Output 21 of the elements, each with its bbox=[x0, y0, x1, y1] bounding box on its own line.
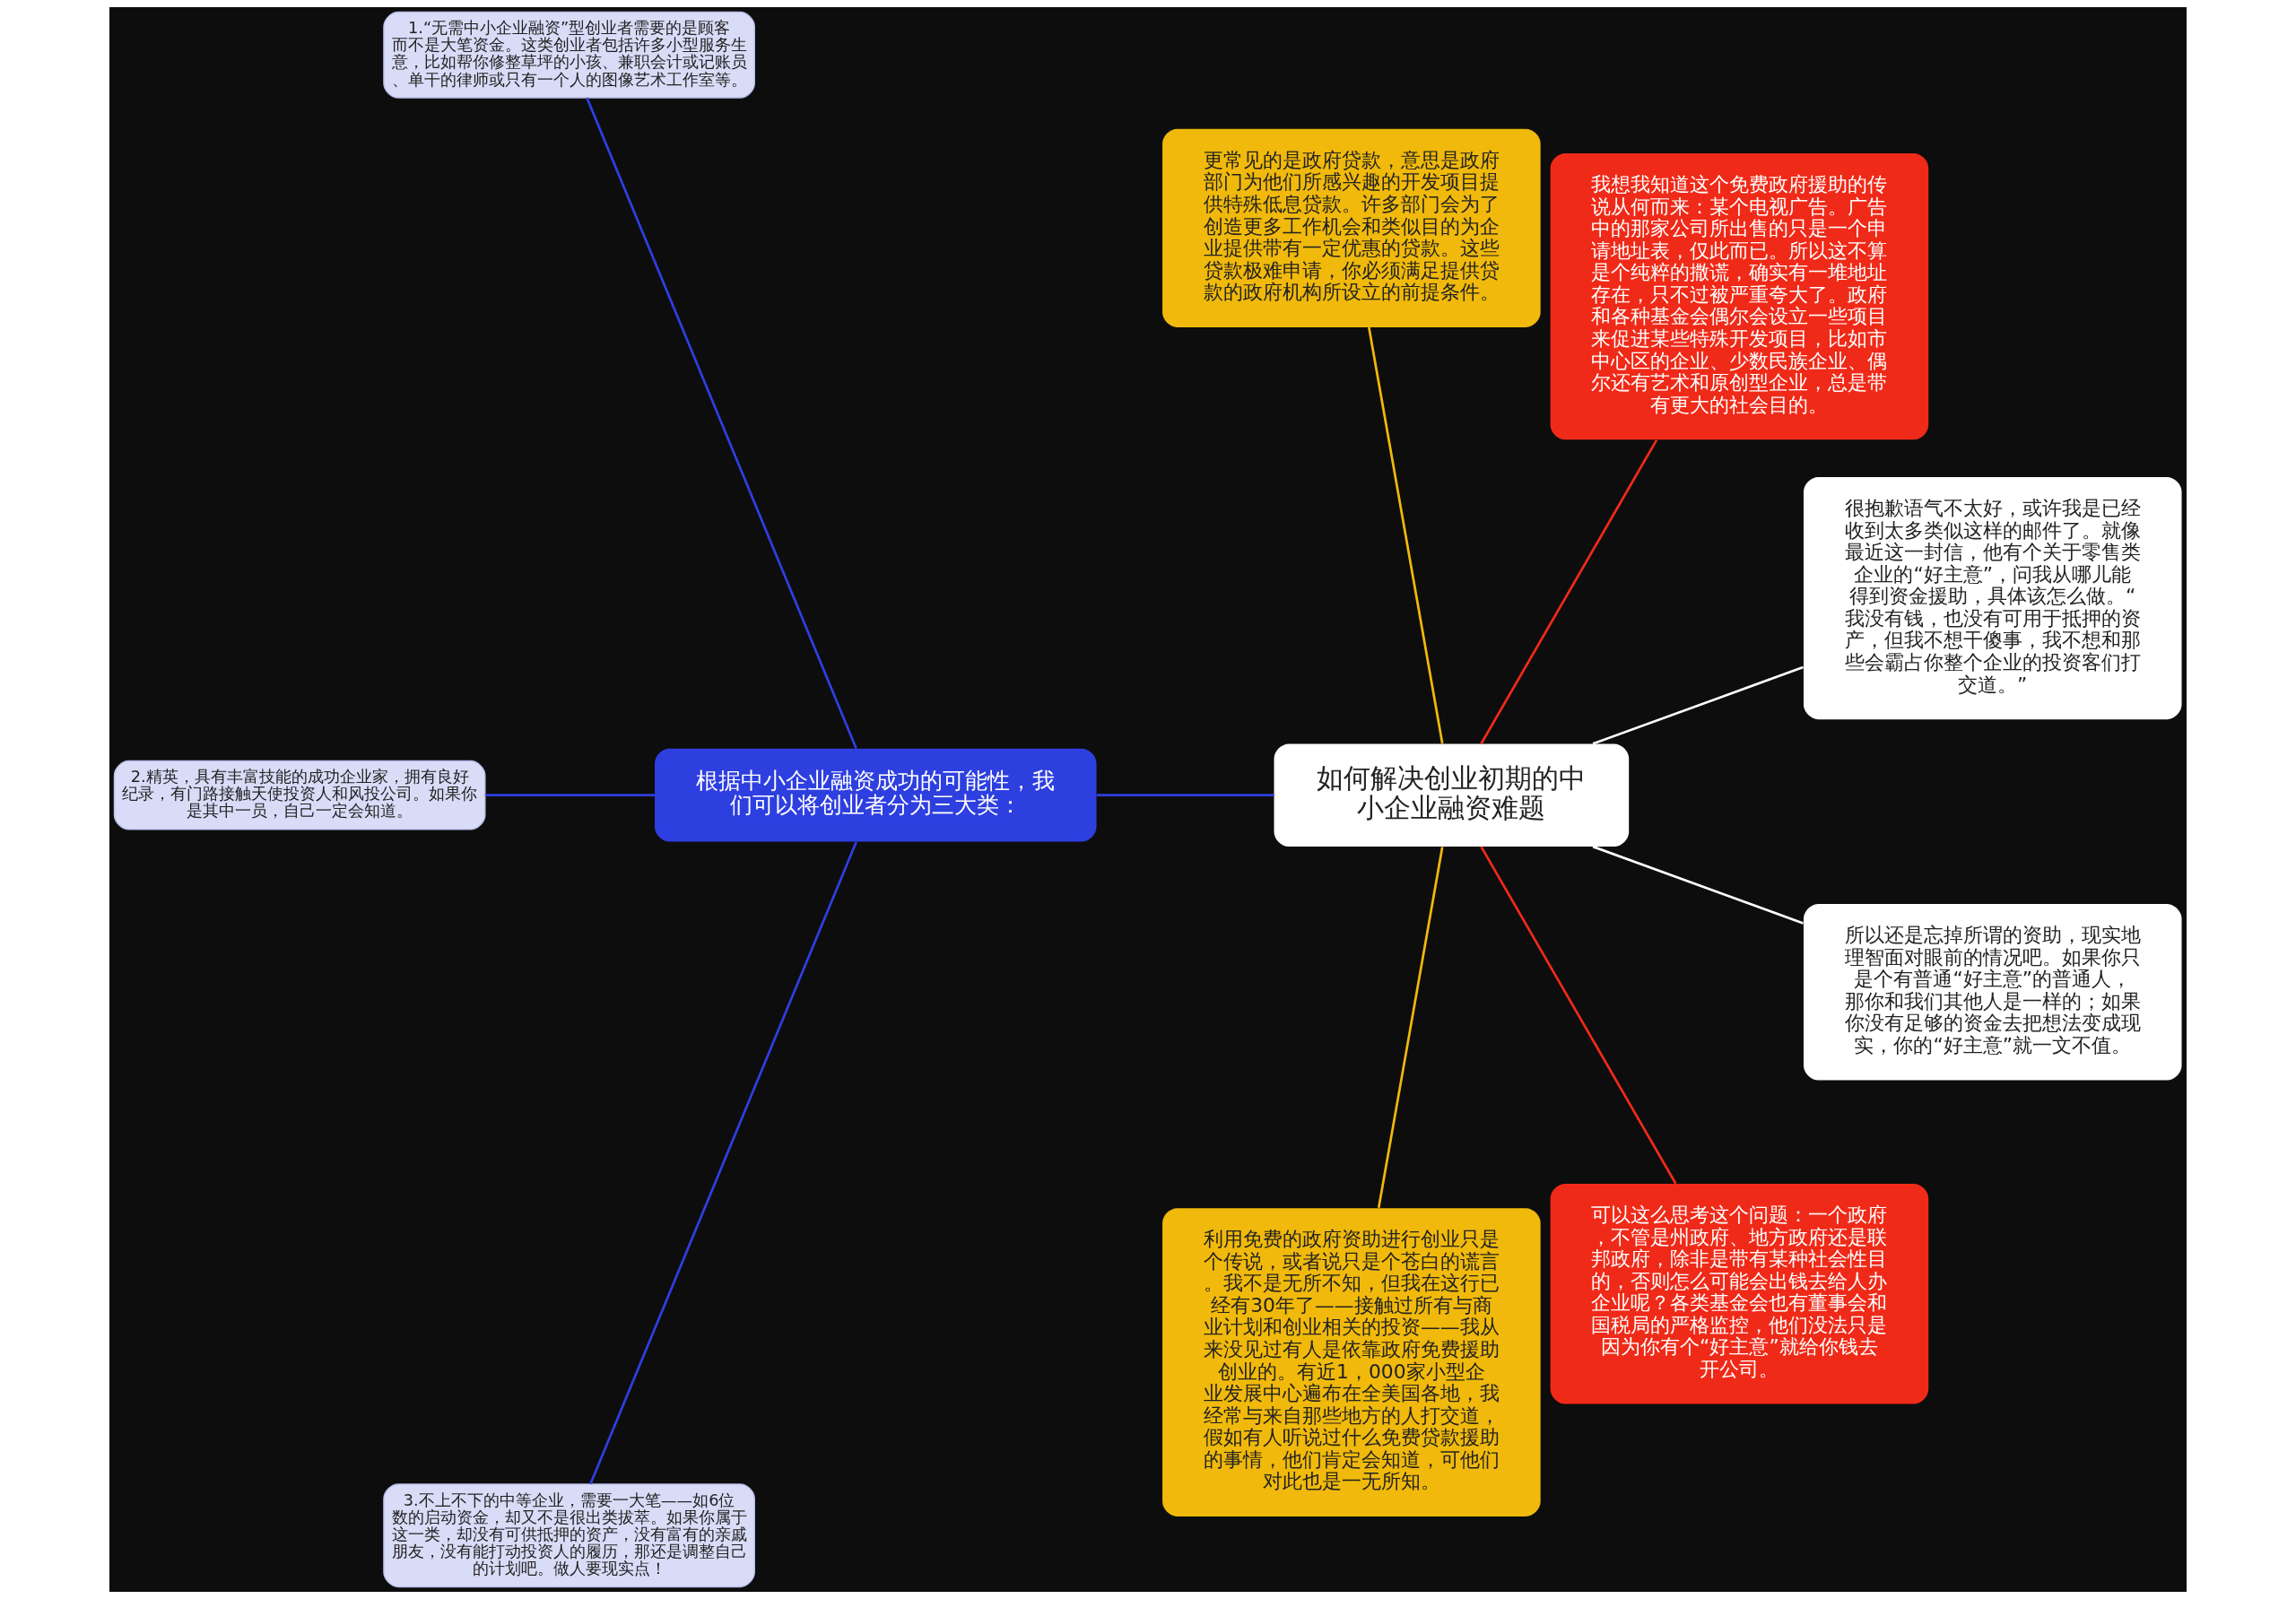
connector bbox=[1592, 665, 1804, 745]
connector bbox=[1096, 794, 1274, 797]
node-box: 很抱歉语气不太好，或许我是已经收到太多类似这样的邮件了。就像最近这一封信，他有个关于零售类企业的“好主意”，问我从哪儿能得到资金援助，具体该怎么做。“我没有钱，也没有可用于抵押的资产，但我不想干傻事，我不想和那些会霸占你整个企业的投资客们打交道。” bbox=[1803, 477, 2182, 720]
connector bbox=[1368, 326, 1444, 744]
node-box: 我想我知道这个免费政府援助的传说从何而来：某个电视广告。广告中的那家公司所出售的只是一个申请地址表，仅此而已。所以这不算是个纯粹的撒谎，确实有一堆地址存在，只不过被严重夸大了。政府和各种基金会偶尔会设立一些项目来促进某些特殊开发项目，比如市中心区的企业、少数民族企业、偶尔还有艺术和原创型企业，总是带有更大的社会目的。 bbox=[1550, 153, 1929, 440]
node-box: 2.精英，具有丰富技能的成功企业家，拥有良好纪录，有门路接触天使投资人和风投公司。如果你是其中一员，自己一定会知道。 bbox=[113, 760, 486, 830]
node-box: 1.“无需中小企业融资”型创业者需要的是顾客而不是大笔资金。这类创业者包括许多小型服务生意，比如帮你修整草坪的小孩、兼职会计或记账员、单干的律师或只有一个人的图像艺术工作室等。 bbox=[383, 11, 755, 99]
connector bbox=[1480, 846, 1677, 1185]
node-box: 可以这么思考这个问题：一个政府，不管是州政府、地方政府还是联邦政府，除非是带有某种社会性目的，否则怎么可能会出钱去给人办企业呢？各类基金会也有董事会和国税局的严格监控，他们没法只是因为你有个“好主意”就给你钱去开公司。 bbox=[1550, 1184, 1929, 1404]
connector bbox=[586, 97, 857, 749]
node-box: 3.不上不下的中等企业，需要一大笔——如6位数的启动资金，却又不是很出类拔萃。如果你属于这一类，却没有可供抵押的资产，没有富有的亲戚朋友，没有能打动投资人的履历，那还是调整自己的计划吧。做人要现实点！ bbox=[383, 1483, 755, 1588]
connector bbox=[1480, 439, 1658, 744]
node-box: 更常见的是政府贷款，意思是政府部门为他们所感兴趣的开发项目提供特殊低息贷款。许多部门会为了创造更多工作机会和类似目的为企业提供带有一定优惠的贷款。这些贷款极难申请，你必须满足提供贷款的政府机构所设立的前提条件。 bbox=[1162, 128, 1541, 327]
node-box: 如何解决创业初期的中小企业融资难题 bbox=[1274, 743, 1630, 847]
node-box: 利用免费的政府资助进行创业只是个传说，或者说只是个苍白的谎言。我不是无所不知，但我在这行已经有30年了——接触过所有与商业计划和创业相关的投资——我从来没见过有人是依靠政府免费援助创业的。有近1，000家小型企业发展中心遍布在全美国各地，我经常与来自那些地方的人打交道，假如有人听说过什么免费贷款援助的事情，他们肯定会知道，可他们对此也是一无所知。 bbox=[1162, 1208, 1541, 1516]
connector bbox=[1592, 845, 1804, 925]
connector bbox=[589, 841, 857, 1485]
connector bbox=[485, 794, 655, 797]
node-box: 根据中小企业融资成功的可能性，我们可以将创业者分为三大类： bbox=[655, 748, 1097, 842]
connector bbox=[1377, 847, 1444, 1208]
node-box: 所以还是忘掉所谓的资助，现实地理智面对眼前的情况吧。如果你只是个有普通“好主意”的普通人，那你和我们其他人是一样的；如果你没有足够的资金去把想法变成现实，你的“好主意”就一文不值。 bbox=[1803, 904, 2182, 1081]
